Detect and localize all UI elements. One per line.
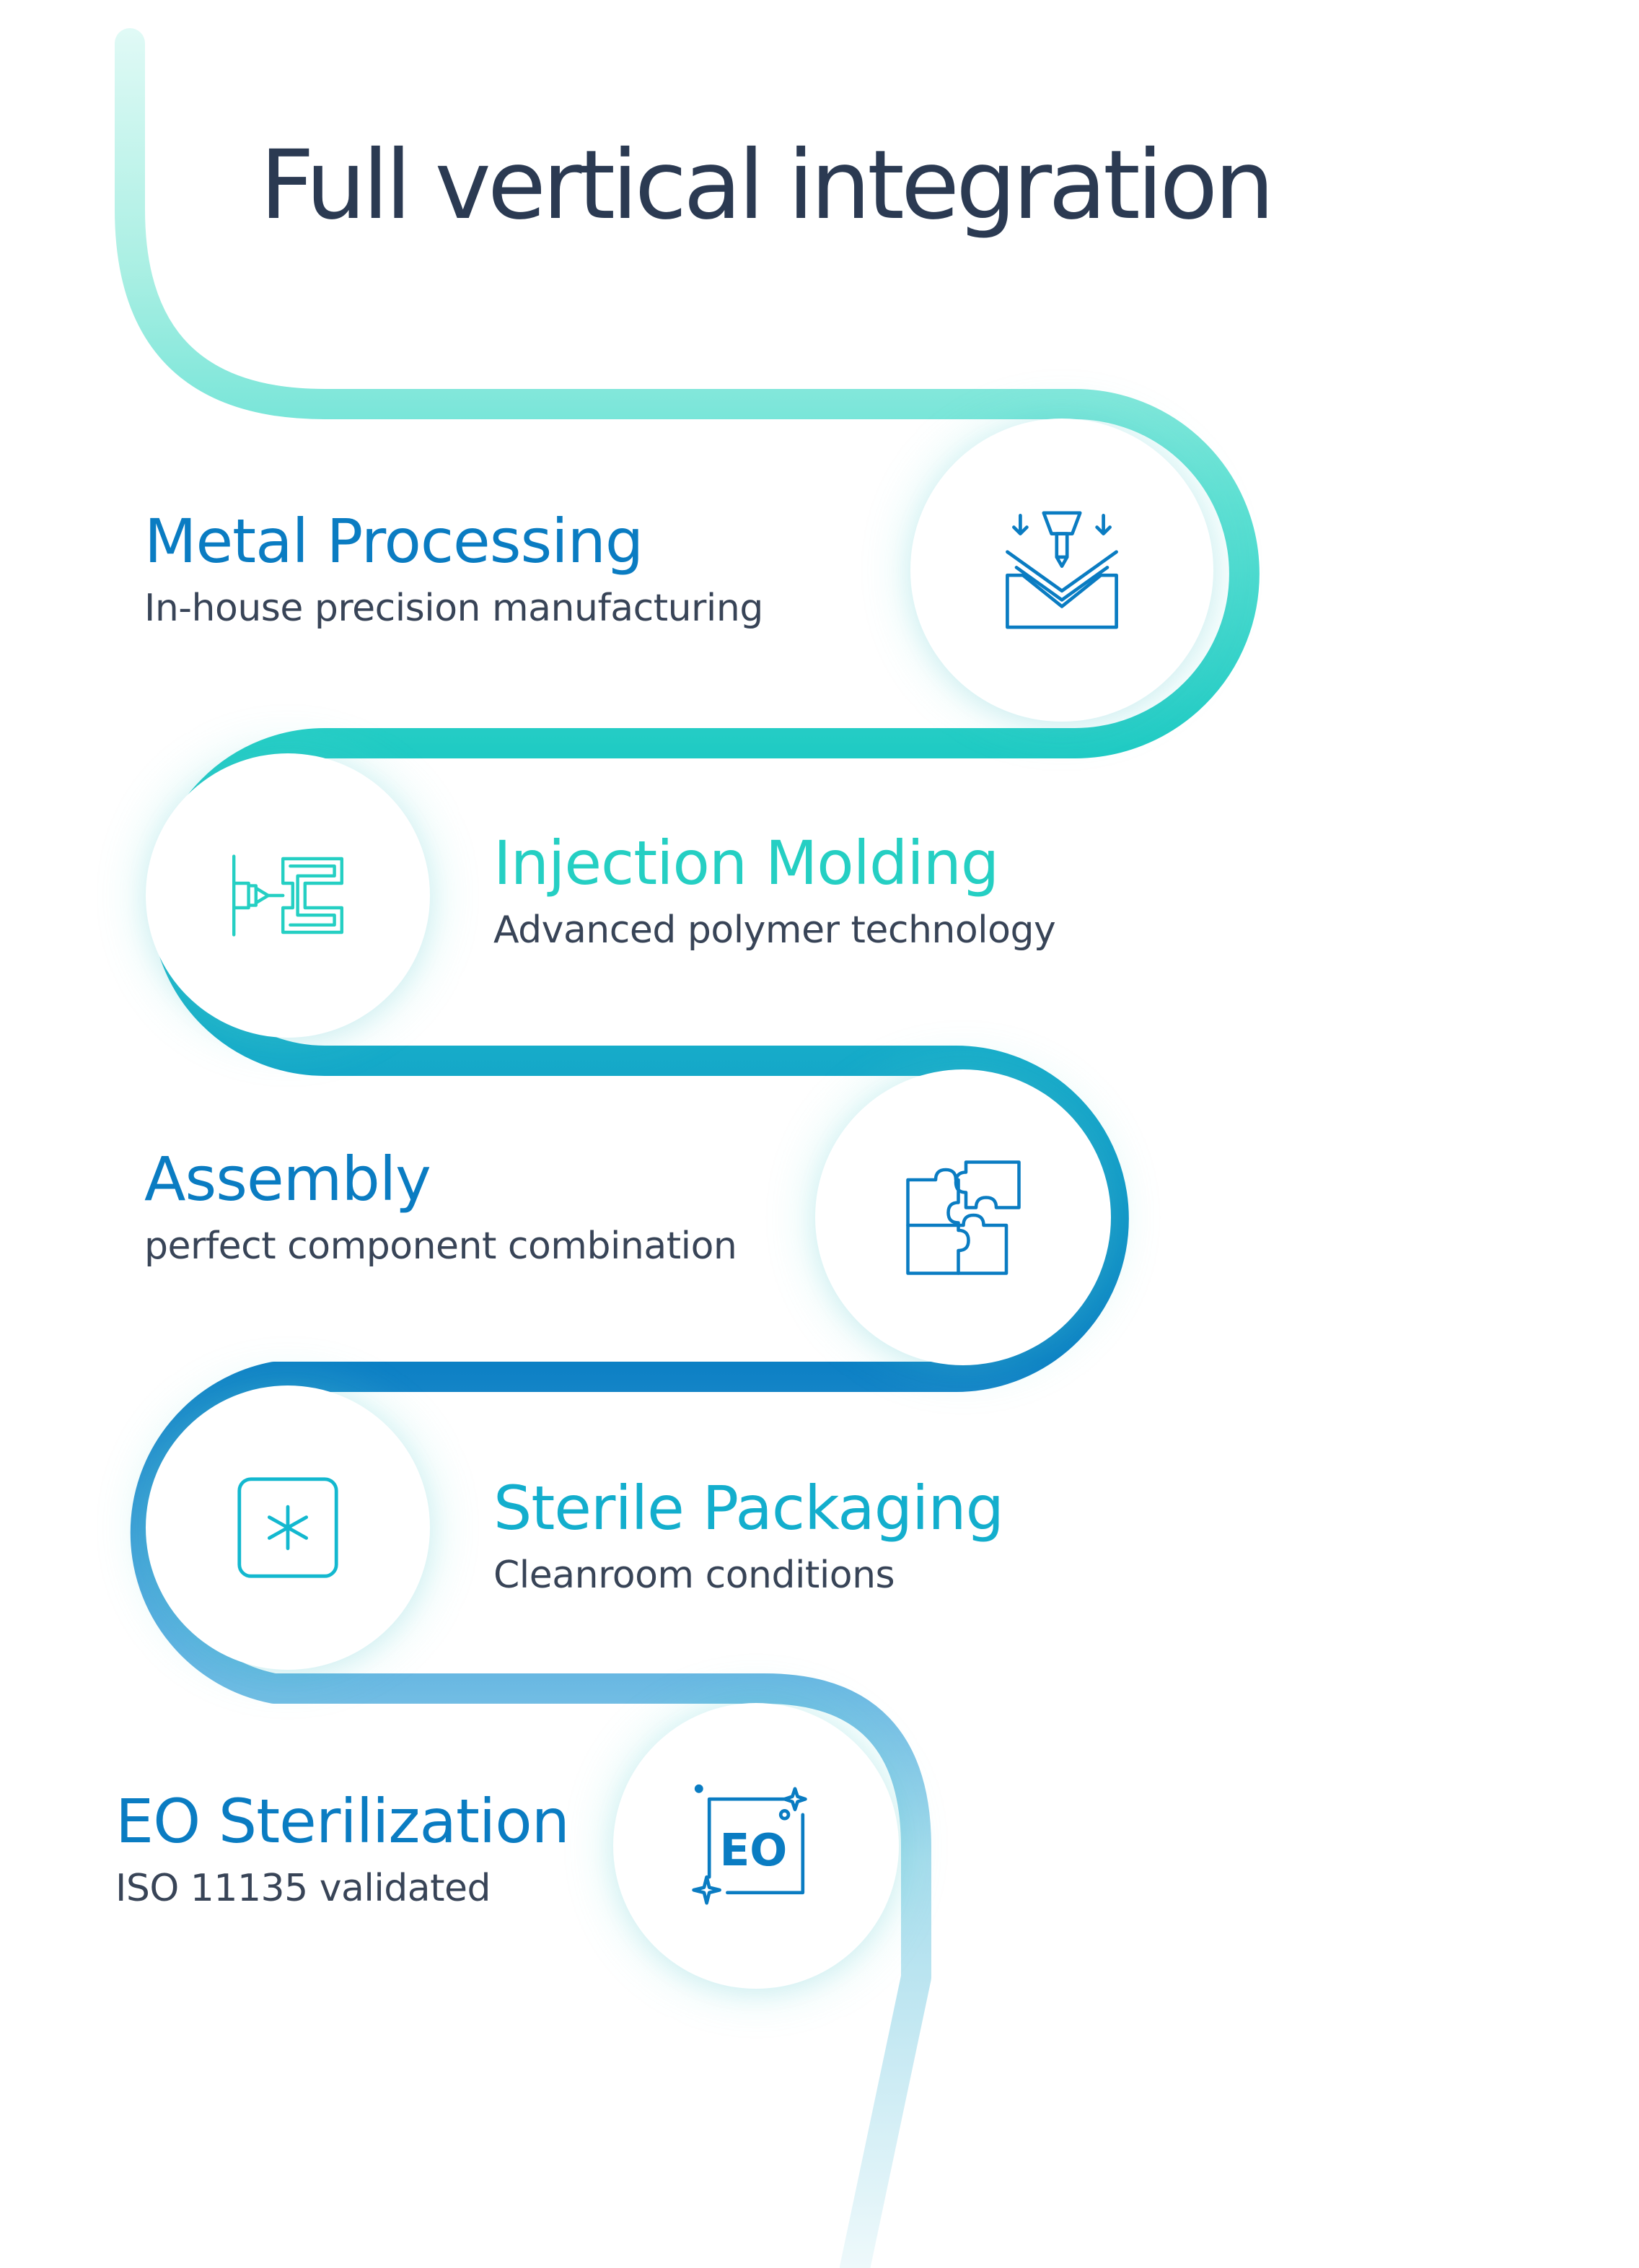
step-subtitle: Cleanroom conditions	[493, 1554, 895, 1597]
press-brake-icon	[1006, 511, 1118, 629]
svg-text:EO: EO	[719, 1825, 787, 1876]
eo-sparkle-icon: EO	[692, 1784, 807, 1905]
step-title: Assembly	[144, 1144, 431, 1214]
node-assembly	[815, 1069, 1111, 1365]
injection-mold-icon	[232, 854, 344, 937]
step-sterile-packaging: Sterile Packaging Cleanroom conditions	[493, 1472, 1004, 1599]
sterile-box-icon	[237, 1477, 338, 1578]
step-title: Metal Processing	[144, 506, 643, 577]
step-assembly: Assembly perfect component combination	[144, 1143, 737, 1270]
step-title: Injection Molding	[493, 828, 999, 898]
page-title: Full vertical integration	[260, 130, 1275, 241]
step-title: EO Sterilization	[115, 1786, 570, 1857]
node-injection-molding	[146, 753, 430, 1038]
node-sterile-packaging	[146, 1385, 430, 1670]
process-path-line	[115, 28, 1260, 2268]
step-eo-sterilization: EO Sterilization ISO 11135 validated	[115, 1785, 570, 1912]
puzzle-icon	[905, 1160, 1021, 1275]
step-title: Sterile Packaging	[493, 1473, 1004, 1544]
step-subtitle: perfect component combination	[144, 1225, 737, 1268]
step-metal-processing: Metal Processing In-house precision manu…	[144, 505, 763, 632]
step-injection-molding: Injection Molding Advanced polymer techn…	[493, 827, 1056, 954]
node-metal-processing	[910, 419, 1213, 722]
step-subtitle: Advanced polymer technology	[493, 908, 1056, 952]
step-subtitle: ISO 11135 validated	[115, 1867, 491, 1910]
step-subtitle: In-house precision manufacturing	[144, 587, 763, 630]
node-eo-sterilization: EO	[613, 1703, 899, 1989]
